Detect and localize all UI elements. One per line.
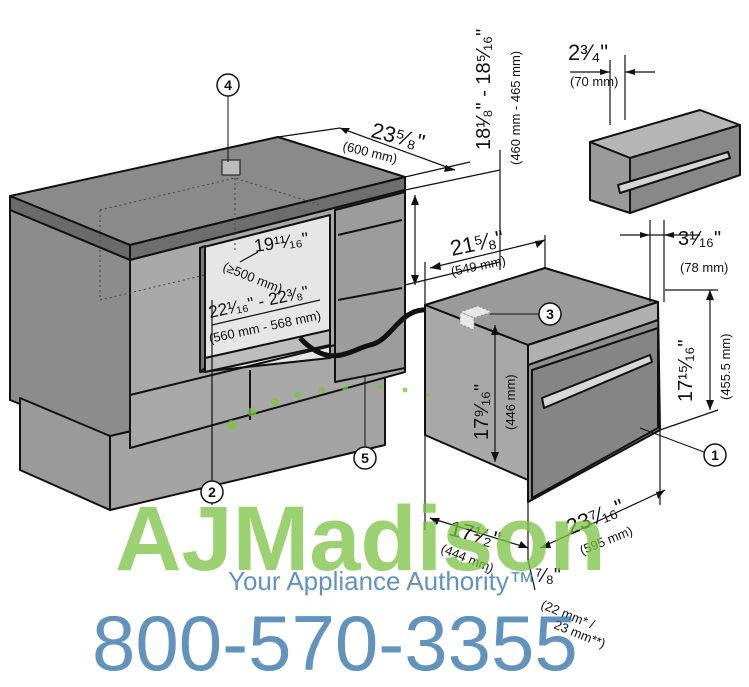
- panel-depth-label: 3¹⁄₁₆": [678, 228, 721, 250]
- watermark-tagline: Your Appliance Authority™: [228, 566, 535, 596]
- oven-connection-box: [458, 305, 494, 331]
- callout-1-label: 1: [711, 447, 719, 463]
- front-depth-label: ⁷⁄₈": [535, 565, 561, 587]
- watermark-brand: AJMadison: [115, 488, 606, 590]
- callout-1: 1: [639, 427, 727, 467]
- watermark-dots: [227, 384, 430, 430]
- watermark: AJMadison Your Appliance Authority™ 800-…: [92, 384, 606, 687]
- dimension-lines: [211, 55, 719, 591]
- niche-height-mm: (460 mm - 465 mm): [508, 51, 523, 165]
- power-cable: [298, 307, 441, 359]
- watermark-phone: 800-570-3355: [92, 599, 578, 687]
- oven-height-label: 17¹⁵⁄₁₆": [675, 340, 697, 402]
- oven-height-mm: (455.5 mm): [718, 334, 733, 400]
- callout-3-label: 3: [546, 306, 554, 322]
- callout-3: 3: [490, 302, 562, 326]
- body-height-label: 17⁹⁄₁₆": [471, 384, 493, 440]
- callout-4-label: 4: [224, 77, 232, 93]
- door-panel-detail: [589, 109, 741, 214]
- callout-4: 4: [216, 73, 240, 162]
- callout-5: 5: [353, 375, 377, 470]
- panel-depth-mm: (78 mm): [680, 260, 728, 275]
- body-height-mm: (446 mm): [503, 374, 518, 430]
- oven: [424, 267, 661, 503]
- callout-2: 2: [200, 480, 224, 504]
- handle-depth-mm: (70 mm): [570, 74, 618, 89]
- handle-depth-label: 2³⁄₄": [568, 40, 608, 65]
- arrowheads: [340, 69, 714, 548]
- electrical-outlet: [221, 159, 241, 176]
- hidden-lines: [99, 177, 321, 301]
- callout-2-label: 2: [208, 484, 216, 500]
- callout-5-label: 5: [361, 450, 369, 466]
- cabinet: [9, 136, 406, 511]
- niche-height-label: 18¹⁄₈" - 18⁵⁄₁₆": [473, 29, 495, 150]
